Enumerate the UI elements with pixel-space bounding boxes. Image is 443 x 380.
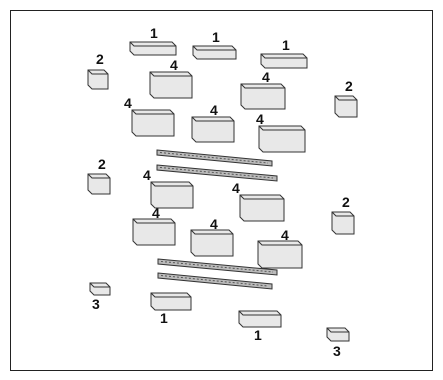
small-block-mid-left [87,173,111,195]
panel-d3 [257,240,303,269]
corner-block-right-label: 3 [333,343,341,359]
figure-frame [10,10,433,371]
small-block-top-right-label: 2 [345,78,353,94]
rail-lower-1 [157,258,278,276]
panel-a2 [240,83,286,110]
rail-upper-1 [156,149,273,167]
small-block-top-left-label: 2 [96,51,104,67]
panel-a1-label: 4 [170,57,178,73]
panel-b1-label: 4 [124,95,132,111]
rail-lower-2 [157,272,273,290]
top-bar-2-label: 1 [212,29,220,45]
panel-b1 [131,109,175,137]
panel-b3-label: 4 [256,111,264,127]
bottom-bar-1-label: 1 [160,310,168,326]
panel-d2 [190,229,234,257]
top-bar-1 [129,41,177,56]
bottom-bar-2 [238,310,282,328]
panel-c1-label: 4 [143,167,151,183]
small-block-mid-left-label: 2 [98,156,106,172]
panel-d3-label: 4 [281,227,289,243]
panel-d2-label: 4 [210,216,218,232]
top-bar-3-label: 1 [282,37,290,53]
small-block-top-left [87,69,109,90]
panel-b3 [258,125,306,153]
top-bar-1-label: 1 [150,25,158,41]
corner-block-left-label: 3 [92,296,100,312]
bottom-bar-1 [150,292,192,311]
panel-b2 [191,116,235,143]
panel-d1-label: 4 [152,205,160,221]
corner-block-right [326,327,350,342]
top-bar-3 [260,53,308,69]
small-block-mid-right-label: 2 [342,194,350,210]
rail-upper-2 [156,164,278,182]
panel-b2-label: 4 [210,102,218,118]
bottom-bar-2-label: 1 [254,327,262,343]
small-block-mid-right [331,211,355,235]
panel-c1 [150,181,194,209]
top-bar-2 [192,45,237,60]
panel-a2-label: 4 [262,69,270,85]
panel-d1 [132,218,176,246]
panel-a1 [149,71,193,99]
panel-c2-label: 4 [232,180,240,196]
corner-block-left [89,282,111,296]
panel-c2 [239,194,285,222]
small-block-top-right [334,95,358,118]
